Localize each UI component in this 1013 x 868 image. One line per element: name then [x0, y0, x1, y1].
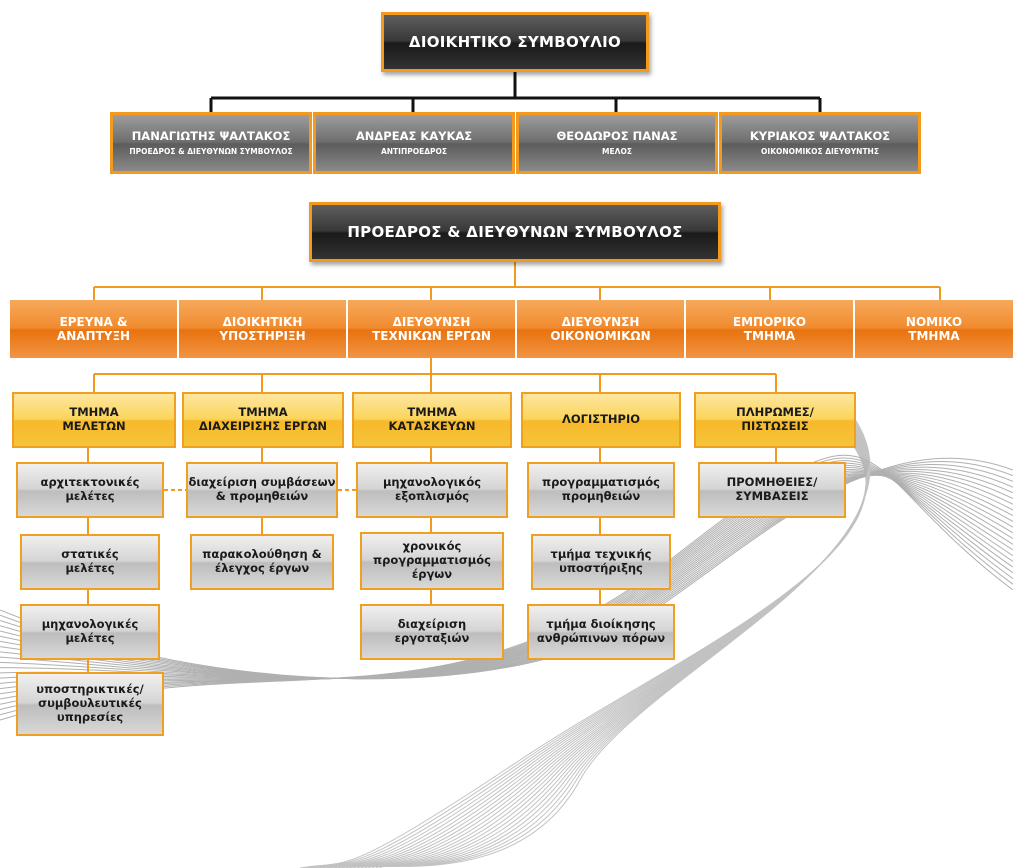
section-line2: ΚΑΤΑΣΚΕΥΩΝ: [388, 419, 476, 433]
unit-line: αρχιτεκτονικές: [40, 475, 140, 490]
dept-line1: ΝΟΜΙΚΟ: [905, 314, 963, 329]
unit-contracts-procurement: διαχείριση συμβάσεων & προμηθειών: [186, 462, 338, 518]
unit-line: μελέτες: [65, 489, 115, 503]
dept-line2: ΥΠΟΣΤΗΡΙΞΗ: [219, 329, 306, 343]
section-construction: ΤΜΗΜΑ ΚΑΤΑΣΚΕΥΩΝ: [352, 392, 512, 448]
unit-site-management: διαχείριση εργοταξιών: [360, 604, 504, 660]
section-studies: ΤΜΗΜΑ ΜΕΛΕΤΩΝ: [12, 392, 176, 448]
unit-line: & προμηθειών: [215, 489, 309, 503]
unit-architectural-studies: αρχιτεκτονικές μελέτες: [16, 462, 164, 518]
unit-line: εργοταξιών: [394, 631, 470, 645]
unit-line: μελέτες: [65, 561, 115, 575]
unit-line: εξοπλισμός: [394, 489, 470, 503]
dept-line2: ΑΝΑΠΤΥΞΗ: [56, 329, 131, 343]
dept-line2: ΟΙΚΟΝΟΜΙΚΩΝ: [550, 329, 651, 343]
unit-technical-support: τμήμα τεχνικής υποστήριξης: [531, 534, 671, 590]
board-title: ΔΙΟΙΚΗΤΙΚΟ ΣΥΜΒΟΥΛΙΟ: [408, 33, 622, 51]
unit-line: ΣΥΜΒΑΣΕΙΣ: [735, 489, 809, 503]
unit-line: ανθρώπινων πόρων: [536, 631, 666, 645]
unit-line: υποστηρικτικές/: [36, 682, 144, 697]
unit-project-monitoring: παρακολούθηση & έλεγχος έργων: [190, 534, 334, 590]
unit-line: έργων: [411, 566, 453, 581]
member-name: ΚΥΡΙΑΚΟΣ ΨΑΛΤΑΚΟΣ: [749, 129, 891, 144]
dept-legal: ΝΟΜΙΚΟ ΤΜΗΜΑ: [855, 300, 1013, 358]
unit-line: υπηρεσίες: [56, 709, 124, 724]
section-payments: ΠΛΗΡΩΜΕΣ/ ΠΙΣΤΩΣΕΙΣ: [694, 392, 856, 448]
unit-mechanical-studies: μηχανολογικές μελέτες: [20, 604, 160, 660]
wave-line: [379, 399, 871, 868]
unit-line: διαχείριση συμβάσεων: [188, 475, 336, 490]
section-line2: ΠΙΣΤΩΣΕΙΣ: [741, 419, 809, 433]
board-member-4: ΚΥΡΙΑΚΟΣ ΨΑΛΤΑΚΟΣ ΟΙΚΟΝΟΜΙΚΟΣ ΔΙΕΥΘΥΝΤΗΣ: [719, 112, 921, 174]
dept-technical-works: ΔΙΕΥΘΥΝΣΗ ΤΕΧΝΙΚΩΝ ΕΡΓΩΝ: [348, 300, 515, 358]
member-name: ΘΕΟΔΩΡΟΣ ΠΑΝΑΣ: [556, 129, 678, 144]
dept-line2: ΤΕΧΝΙΚΩΝ ΕΡΓΩΝ: [372, 329, 491, 343]
unit-line: διαχείριση: [397, 617, 467, 632]
unit-line: χρονικός: [402, 539, 462, 554]
unit-line: υποστήριξης: [559, 561, 643, 575]
board-member-2: ΑΝΔΡΕΑΣ ΚΑΥΚΑΣ ΑΝΤΙΠΡΟΕΔΡΟΣ: [313, 112, 515, 174]
board-member-3: ΘΕΟΔΩΡΟΣ ΠΑΝΑΣ ΜΕΛΟΣ: [516, 112, 718, 174]
section-line1: ΤΜΗΜΑ: [238, 405, 288, 420]
unit-time-scheduling: χρονικός προγραμματισμός έργων: [360, 532, 504, 590]
dept-line2: ΤΜΗΜΑ: [908, 329, 960, 343]
unit-line: στατικές: [61, 547, 119, 562]
unit-mechanical-equipment: μηχανολογικός εξοπλισμός: [356, 462, 508, 518]
section-line1: ΛΟΓΙΣΤΗΡΙΟ: [561, 412, 641, 427]
unit-line: προμηθειών: [561, 489, 641, 503]
unit-line: μηχανολογικές: [41, 617, 139, 632]
member-role: ΟΙΚΟΝΟΜΙΚΟΣ ΔΙΕΥΘΥΝΤΗΣ: [761, 146, 879, 156]
dept-line1: ΔΙΟΙΚΗΤΙΚΗ: [222, 314, 303, 329]
member-name: ΠΑΝΑΓΙΩΤΗΣ ΨΑΛΤΑΚΟΣ: [131, 129, 291, 144]
dept-line2: ΤΜΗΜΑ: [743, 329, 796, 343]
section-project-management: ΤΜΗΜΑ ΔΙΑΧΕΙΡΙΣΗΣ ΕΡΓΩΝ: [182, 392, 344, 448]
section-line2: ΜΕΛΕΤΩΝ: [62, 419, 126, 433]
unit-line: τμήμα διοίκησης: [546, 617, 656, 632]
ceo-title: ΠΡΟΕΔΡΟΣ & ΔΙΕΥΘΥΝΩΝ ΣΥΜΒΟΥΛΟΣ: [347, 223, 683, 241]
unit-human-resources: τμήμα διοίκησης ανθρώπινων πόρων: [527, 604, 675, 660]
dept-finance: ΔΙΕΥΘΥΝΣΗ ΟΙΚΟΝΟΜΙΚΩΝ: [517, 300, 684, 358]
unit-supplies-contracts: ΠΡΟΜΗΘΕΙΕΣ/ ΣΥΜΒΑΣΕΙΣ: [698, 462, 846, 518]
unit-line: προγραμματισμός: [373, 553, 491, 568]
unit-line: έλεγχος έργων: [214, 561, 310, 575]
unit-structural-studies: στατικές μελέτες: [20, 534, 160, 590]
unit-line: μελέτες: [65, 631, 115, 645]
member-role: ΠΡΟΕΔΡΟΣ & ΔΙΕΥΘΥΝΩΝ ΣΥΜΒΟΥΛΟΣ: [129, 146, 293, 156]
section-accounting: ΛΟΓΙΣΤΗΡΙΟ: [521, 392, 681, 448]
unit-line: προγραμματισμός: [542, 475, 660, 490]
dept-commercial: ΕΜΠΟΡΙΚΟ ΤΜΗΜΑ: [686, 300, 853, 358]
section-line1: ΠΛΗΡΩΜΕΣ/: [736, 405, 814, 420]
unit-line: συμβουλευτικές: [38, 696, 142, 711]
unit-line: ΠΡΟΜΗΘΕΙΕΣ/: [726, 475, 818, 490]
dept-line1: ΕΜΠΟΡΙΚΟ: [732, 314, 807, 329]
dept-line1: ΕΡΕΥΝΑ &: [59, 314, 128, 329]
dept-line1: ΔΙΕΥΘΥΝΣΗ: [561, 314, 640, 329]
unit-line: παρακολούθηση &: [202, 547, 322, 562]
dept-admin-support: ΔΙΟΙΚΗΤΙΚΗ ΥΠΟΣΤΗΡΙΞΗ: [179, 300, 346, 358]
ceo-box: ΠΡΟΕΔΡΟΣ & ΔΙΕΥΘΥΝΩΝ ΣΥΜΒΟΥΛΟΣ: [309, 202, 721, 262]
board-box: ΔΙΟΙΚΗΤΙΚΟ ΣΥΜΒΟΥΛΙΟ: [381, 12, 649, 72]
section-line1: ΤΜΗΜΑ: [69, 405, 119, 420]
member-name: ΑΝΔΡΕΑΣ ΚΑΥΚΑΣ: [355, 129, 473, 144]
section-line2: ΔΙΑΧΕΙΡΙΣΗΣ ΕΡΓΩΝ: [198, 419, 328, 433]
member-role: ΜΕΛΟΣ: [602, 146, 632, 156]
unit-line: τμήμα τεχνικής: [550, 547, 652, 562]
board-member-1: ΠΑΝΑΓΙΩΤΗΣ ΨΑΛΤΑΚΟΣ ΠΡΟΕΔΡΟΣ & ΔΙΕΥΘΥΝΩΝ…: [110, 112, 312, 174]
dept-research: ΕΡΕΥΝΑ & ΑΝΑΠΤΥΞΗ: [10, 300, 177, 358]
unit-support-services: υποστηρικτικές/ συμβουλευτικές υπηρεσίες: [16, 672, 164, 736]
dept-line1: ΔΙΕΥΘΥΝΣΗ: [392, 314, 471, 329]
section-line1: ΤΜΗΜΑ: [407, 405, 457, 420]
unit-procurement-planning: προγραμματισμός προμηθειών: [527, 462, 675, 518]
unit-line: μηχανολογικός: [382, 475, 482, 490]
member-role: ΑΝΤΙΠΡΟΕΔΡΟΣ: [380, 146, 448, 156]
